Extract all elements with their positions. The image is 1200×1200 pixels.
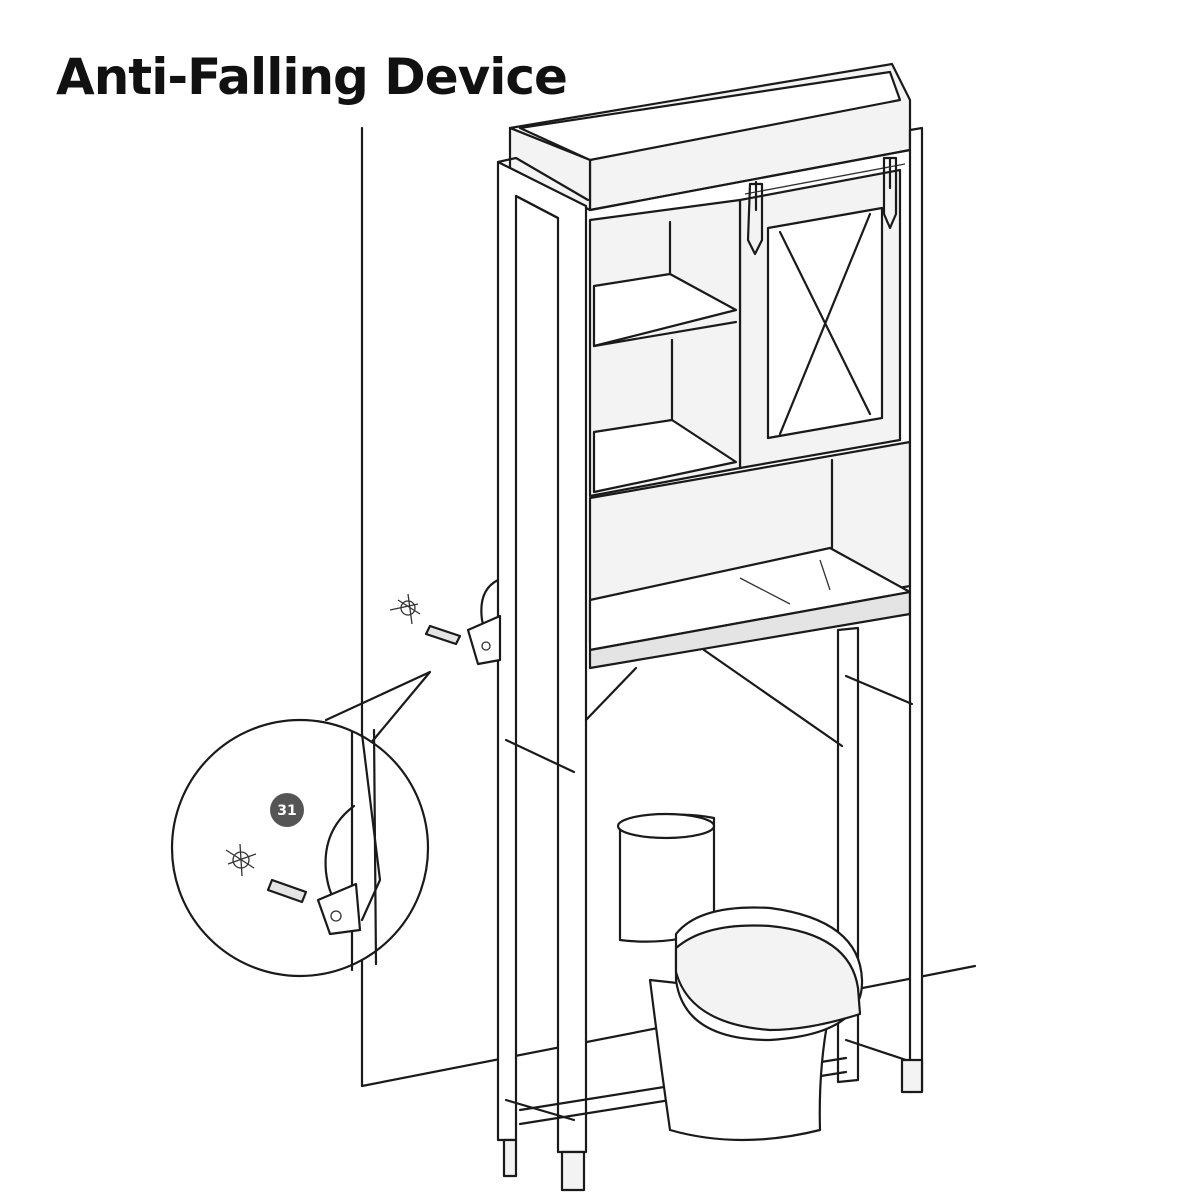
screw-icon [389, 593, 462, 646]
left-frame [496, 156, 590, 1192]
anti-tip-strap [466, 578, 502, 666]
page-title: Anti-Falling Device [56, 48, 568, 106]
toilet [616, 812, 864, 1142]
step-badge: 31 [270, 793, 304, 827]
magnifier-callout-icon [170, 670, 432, 978]
barn-door [738, 156, 906, 470]
step-number: 31 [277, 803, 296, 819]
door-hanger-icon [746, 156, 898, 256]
middle-shelf [588, 440, 912, 670]
top-shelf-box [508, 62, 912, 212]
open-shelves [588, 198, 742, 498]
